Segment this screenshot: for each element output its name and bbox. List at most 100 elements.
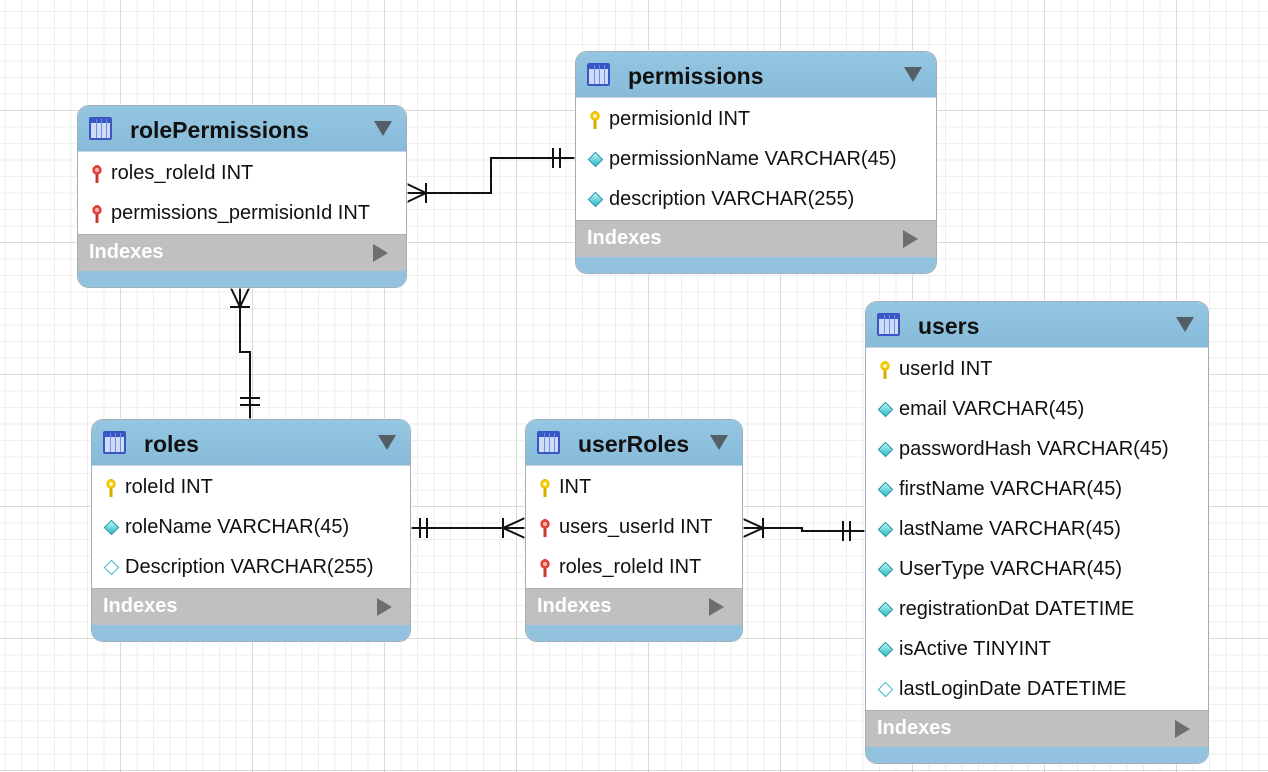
one-bar — [240, 397, 260, 406]
table-footer — [866, 747, 1208, 763]
primary-key-icon — [106, 479, 116, 497]
column-row[interactable]: firstName VARCHAR(45) — [866, 470, 1208, 510]
primary-key-icon — [880, 361, 890, 379]
not-null-column-icon — [877, 601, 894, 618]
expand-arrow-icon[interactable] — [1175, 720, 1190, 738]
table-header[interactable]: users — [866, 302, 1208, 348]
column-row[interactable]: roleName VARCHAR(45) — [92, 508, 410, 548]
foreign-key-icon — [540, 519, 550, 537]
indexes-section[interactable]: Indexes — [866, 710, 1208, 747]
column-row[interactable]: roleId INT — [92, 468, 410, 508]
column-definition: Description VARCHAR(255) — [125, 556, 374, 578]
column-row[interactable]: passwordHash VARCHAR(45) — [866, 430, 1208, 470]
expand-arrow-icon[interactable] — [377, 598, 392, 616]
indexes-section[interactable]: Indexes — [92, 588, 410, 625]
indexes-label: Indexes — [103, 595, 178, 617]
table-footer — [526, 625, 742, 641]
table-header[interactable]: rolePermissions — [78, 106, 406, 152]
column-definition: registrationDat DATETIME — [899, 598, 1135, 620]
foreign-key-icon — [92, 205, 102, 223]
column-row[interactable]: lastLoginDate DATETIME — [866, 670, 1208, 710]
table-name: userRoles — [578, 431, 690, 457]
table-header[interactable]: userRoles — [526, 420, 742, 466]
column-definition: INT — [559, 476, 592, 498]
column-list: roles_roleId INT permissions_permisionId … — [78, 152, 406, 234]
primary-key-icon — [590, 111, 600, 129]
collapse-triangle-icon[interactable] — [374, 121, 392, 136]
column-list: INT users_userId INT roles_roleId INT — [526, 466, 742, 588]
column-row[interactable]: UserType VARCHAR(45) — [866, 550, 1208, 590]
column-definition: description VARCHAR(255) — [609, 188, 855, 210]
column-row[interactable]: userId INT — [866, 350, 1208, 390]
column-row[interactable]: roles_roleId INT — [78, 154, 406, 194]
indexes-section[interactable]: Indexes — [78, 234, 406, 271]
collapse-triangle-icon[interactable] — [378, 435, 396, 450]
column-row[interactable]: Description VARCHAR(255) — [92, 548, 410, 588]
indexes-label: Indexes — [587, 227, 662, 249]
column-row[interactable]: INT — [526, 468, 742, 508]
column-row[interactable]: lastName VARCHAR(45) — [866, 510, 1208, 550]
column-row[interactable]: registrationDat DATETIME — [866, 590, 1208, 630]
table-name: roles — [144, 431, 199, 457]
column-list: permisionId INT permissionName VARCHAR(45… — [576, 98, 936, 220]
not-null-column-icon — [103, 519, 120, 536]
column-definition: lastLoginDate DATETIME — [899, 678, 1127, 700]
indexes-label: Indexes — [537, 595, 612, 617]
not-null-column-icon — [587, 191, 604, 208]
expand-arrow-icon[interactable] — [903, 230, 918, 248]
not-null-column-icon — [877, 641, 894, 658]
table-header[interactable]: roles — [92, 420, 410, 466]
table-roles[interactable]: roles roleId INT roleName VARCHAR(45) Descr… — [91, 419, 411, 642]
column-definition: email VARCHAR(45) — [899, 398, 1085, 420]
column-definition: userId INT — [899, 358, 993, 380]
column-definition: UserType VARCHAR(45) — [899, 558, 1123, 580]
table-icon — [877, 313, 900, 336]
not-null-column-icon — [877, 441, 894, 458]
nullable-column-icon — [877, 681, 894, 698]
not-null-column-icon — [877, 401, 894, 418]
column-definition: lastName VARCHAR(45) — [899, 518, 1121, 540]
table-name: users — [918, 313, 980, 339]
expand-arrow-icon[interactable] — [373, 244, 388, 262]
relationship-line-rolepermissions-permissions — [405, 157, 575, 194]
column-row[interactable]: users_userId INT — [526, 508, 742, 548]
column-row[interactable]: permissionName VARCHAR(45) — [576, 140, 936, 180]
table-permissions[interactable]: permissions permisionId INT permissionName… — [575, 51, 937, 274]
relationship-line-rolepermissions-roles — [239, 286, 251, 419]
column-definition: roleId INT — [125, 476, 213, 498]
not-null-column-icon — [587, 151, 604, 168]
table-userRoles[interactable]: userRoles INT users_userId INT roles_roleI… — [525, 419, 743, 642]
collapse-triangle-icon[interactable] — [904, 67, 922, 82]
relationship-line-userroles-users — [741, 527, 865, 532]
column-definition: users_userId INT — [559, 516, 713, 538]
table-icon — [103, 431, 126, 454]
column-definition: firstName VARCHAR(45) — [899, 478, 1122, 500]
column-definition: roles_roleId INT — [111, 162, 254, 184]
column-row[interactable]: permissions_permisionId INT — [78, 194, 406, 234]
column-row[interactable]: permisionId INT — [576, 100, 936, 140]
column-row[interactable]: email VARCHAR(45) — [866, 390, 1208, 430]
table-users[interactable]: users userId INT email VARCHAR(45) password… — [865, 301, 1209, 764]
foreign-key-icon — [540, 559, 550, 577]
one-bar — [419, 518, 428, 538]
expand-arrow-icon[interactable] — [709, 598, 724, 616]
column-list: userId INT email VARCHAR(45) passwordHash … — [866, 348, 1208, 710]
table-rolePermissions[interactable]: rolePermissions roles_roleId INT permissio… — [77, 105, 407, 288]
table-header[interactable]: permissions — [576, 52, 936, 98]
table-footer — [92, 625, 410, 641]
collapse-triangle-icon[interactable] — [1176, 317, 1194, 332]
column-row[interactable]: isActive TINYINT — [866, 630, 1208, 670]
column-definition: permisionId INT — [609, 108, 751, 130]
indexes-label: Indexes — [877, 717, 952, 739]
one-bar — [842, 521, 851, 541]
column-row[interactable]: description VARCHAR(255) — [576, 180, 936, 220]
collapse-triangle-icon[interactable] — [710, 435, 728, 450]
column-definition: permissionName VARCHAR(45) — [609, 148, 897, 170]
column-definition: roles_roleId INT — [559, 556, 702, 578]
indexes-section[interactable]: Indexes — [526, 588, 742, 625]
indexes-section[interactable]: Indexes — [576, 220, 936, 257]
column-row[interactable]: roles_roleId INT — [526, 548, 742, 588]
table-footer — [78, 271, 406, 287]
